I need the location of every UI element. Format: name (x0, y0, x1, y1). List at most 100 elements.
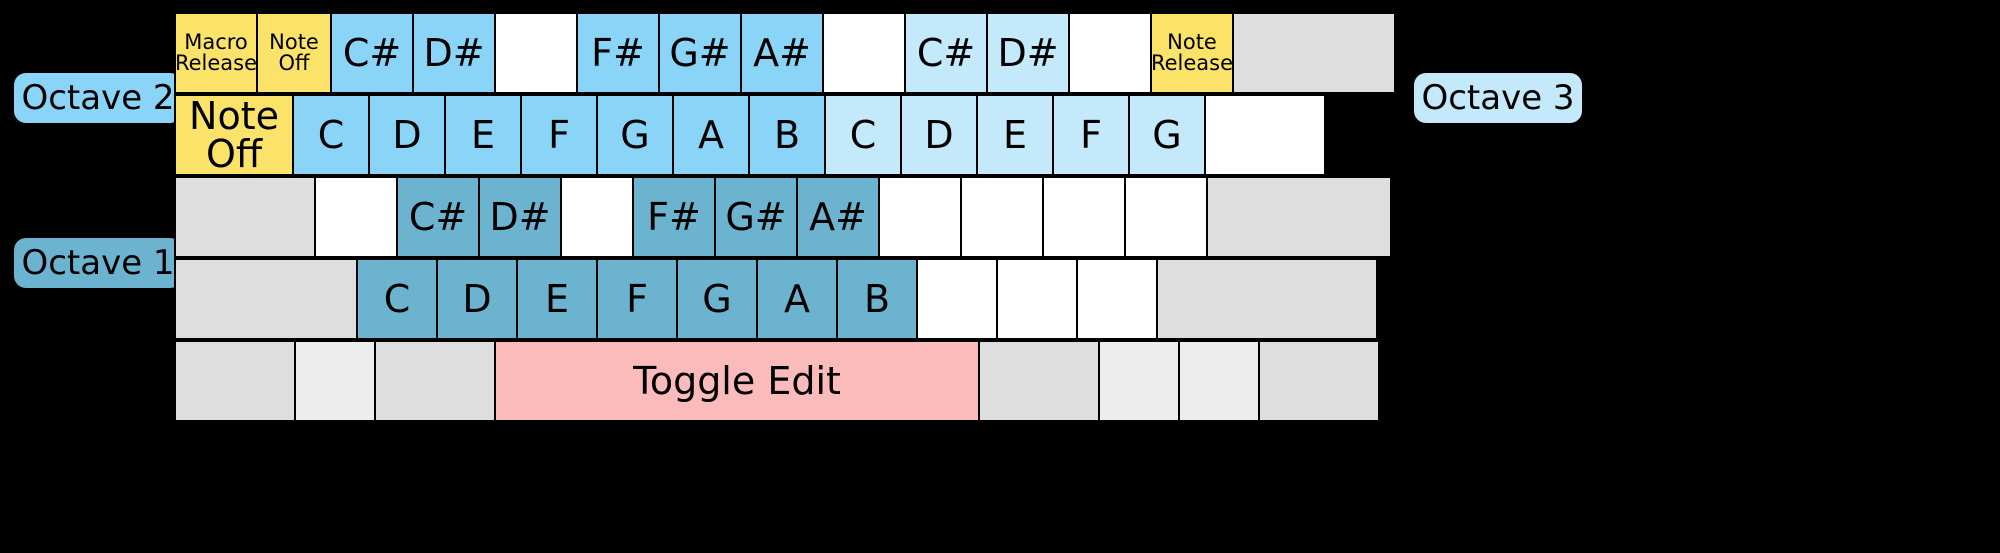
key-label: G (702, 277, 732, 321)
key-g[interactable]: G (676, 258, 758, 340)
key-label: C (317, 113, 345, 157)
key-g[interactable]: G (1128, 94, 1206, 176)
key-blank (978, 340, 1100, 422)
key-blank (294, 340, 376, 422)
key-label: D (924, 113, 954, 157)
key-b[interactable]: B (748, 94, 826, 176)
key-asharp[interactable]: A# (796, 176, 880, 258)
key-blank (1178, 340, 1260, 422)
key-blank (1098, 340, 1180, 422)
key-blank (916, 258, 998, 340)
key-label: D# (423, 31, 485, 75)
key-f[interactable]: F (596, 258, 678, 340)
keyboard-row-asdf-row: C#D# F# G#A# (174, 176, 1392, 258)
key-label: C# (408, 195, 468, 239)
key-label: D# (997, 31, 1059, 75)
octave-3-label: Octave 3 (1414, 73, 1582, 123)
key-blank (996, 258, 1078, 340)
key-blank (560, 176, 634, 258)
key-label: F# (591, 31, 645, 75)
key-csharp[interactable]: C# (330, 12, 414, 94)
key-label-line: Release (174, 51, 258, 75)
key-c[interactable]: C (356, 258, 438, 340)
key-blank (1124, 176, 1208, 258)
key-blank (822, 12, 906, 94)
key-label-line: Note (269, 30, 319, 54)
key-f[interactable]: F (520, 94, 598, 176)
key-label: F (548, 113, 570, 157)
key-blank (174, 176, 316, 258)
key-d[interactable]: D (436, 258, 518, 340)
key-blank (1076, 258, 1158, 340)
key-label: C# (342, 31, 402, 75)
key-b[interactable]: B (836, 258, 918, 340)
key-asharp[interactable]: A# (740, 12, 824, 94)
key-blank (314, 176, 398, 258)
key-label: D (462, 277, 492, 321)
key-dsharp[interactable]: D# (986, 12, 1070, 94)
key-label: C# (916, 31, 976, 75)
key-e[interactable]: E (976, 94, 1054, 176)
keyboard-row-spacebar-row: Toggle Edit (174, 340, 1380, 422)
key-g[interactable]: G (596, 94, 674, 176)
key-blank (878, 176, 962, 258)
key-csharp[interactable]: C# (396, 176, 480, 258)
key-label: G (620, 113, 650, 157)
key-label: E (544, 277, 569, 321)
key-gsharp[interactable]: G# (714, 176, 798, 258)
key-label: F (626, 277, 648, 321)
key-label: B (863, 277, 891, 321)
key-blank (374, 340, 496, 422)
key-e[interactable]: E (516, 258, 598, 340)
key-csharp[interactable]: C# (904, 12, 988, 94)
key-blank (1042, 176, 1126, 258)
key-blank (494, 12, 578, 94)
key-a[interactable]: A (756, 258, 838, 340)
key-toggle-edit[interactable]: Toggle Edit (494, 340, 980, 422)
key-label-line: Note (189, 94, 279, 138)
key-gsharp[interactable]: G# (658, 12, 742, 94)
key-c[interactable]: C (292, 94, 370, 176)
key-label-line: Note (1167, 30, 1217, 54)
key-dsharp[interactable]: D# (478, 176, 562, 258)
key-d[interactable]: D (368, 94, 446, 176)
key-f[interactable]: F (1052, 94, 1130, 176)
key-label-line: Off (205, 132, 263, 176)
key-label-line: Off (278, 51, 310, 75)
key-label: A (784, 277, 810, 321)
key-blank (1258, 340, 1380, 422)
key-blank (174, 340, 296, 422)
key-label: G (1152, 113, 1182, 157)
key-label: A# (809, 195, 867, 239)
key-blank (1206, 176, 1392, 258)
key-label: F# (647, 195, 701, 239)
key-blank (1068, 12, 1152, 94)
key-c[interactable]: C (824, 94, 902, 176)
octave-1-label: Octave 1 (14, 238, 182, 288)
key-label: F (1080, 113, 1102, 157)
octave-2-label: Octave 2 (14, 73, 182, 123)
key-label: E (1002, 113, 1027, 157)
key-label: Toggle Edit (633, 359, 841, 403)
key-d[interactable]: D (900, 94, 978, 176)
key-e[interactable]: E (444, 94, 522, 176)
key-label: A (698, 113, 724, 157)
key-label-line: Macro (184, 30, 248, 54)
key-a[interactable]: A (672, 94, 750, 176)
key-label: G# (669, 31, 731, 75)
key-fsharp[interactable]: F# (576, 12, 660, 94)
key-dsharp[interactable]: D# (412, 12, 496, 94)
key-label: E (470, 113, 495, 157)
key-label: D (392, 113, 422, 157)
key-blank (1232, 12, 1396, 94)
key-fsharp[interactable]: F# (632, 176, 716, 258)
